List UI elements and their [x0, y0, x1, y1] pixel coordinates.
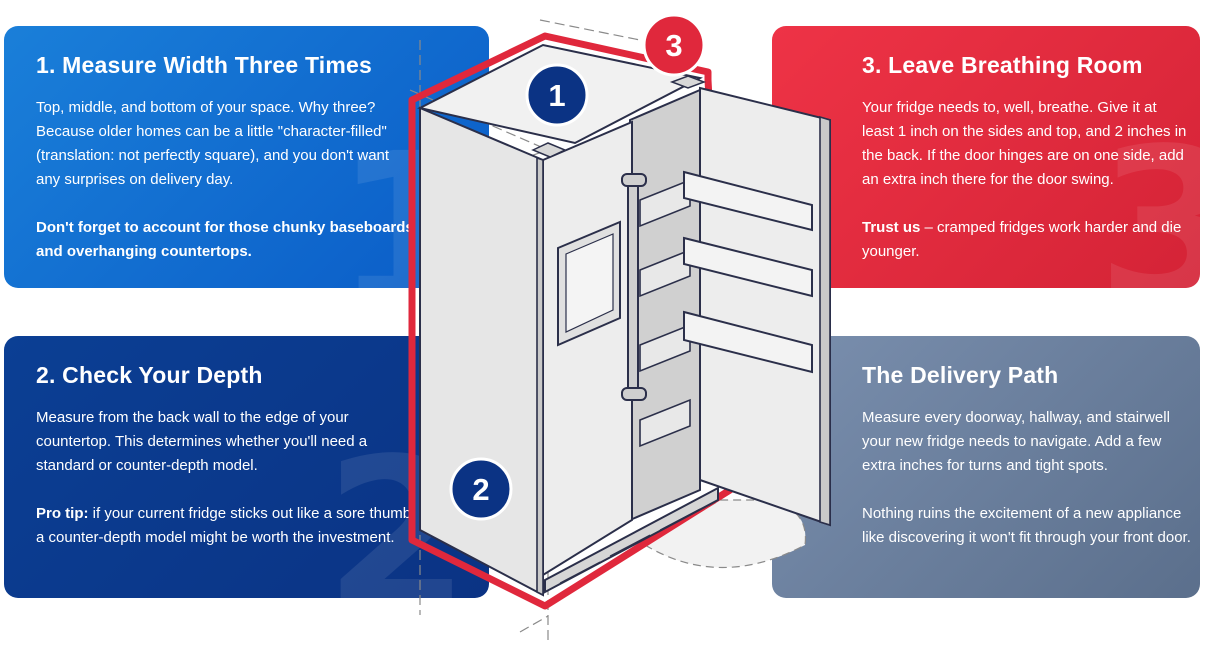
grille-slots [559, 508, 701, 584]
step-paragraph: Measure every doorway, hallway, and stai… [862, 409, 1170, 474]
door-handle [621, 173, 647, 401]
step-paragraph: Your fridge needs to, well, breathe. Giv… [862, 99, 1187, 188]
hinge-top-left [531, 142, 567, 158]
badge-depth-number: 2 [472, 472, 489, 507]
badge-clearance: 3 [642, 13, 706, 77]
badge-width: 1 [525, 63, 589, 127]
fridge-illustration: 1 2 3 [408, 13, 831, 645]
bold-note-text: Don't forget to account for those chunky… [36, 219, 414, 260]
badge-depth: 2 [449, 457, 513, 521]
freezer-door-edge [536, 156, 544, 597]
step-body: Top, middle, and bottom of your space. W… [36, 96, 416, 288]
step-body: Your fridge needs to, well, breathe. Giv… [862, 96, 1192, 288]
interior-shelves [639, 178, 691, 448]
step-title: 1. Measure Width Three Times [36, 52, 373, 78]
hinge-top-right [669, 75, 707, 89]
step-body: Measure every doorway, hallway, and stai… [862, 406, 1192, 574]
badge-width-number: 1 [548, 78, 565, 113]
step-body: Measure from the back wall to the edge o… [36, 406, 416, 574]
trust-note-label: Trust us [862, 219, 921, 236]
step-title: 2. Check Your Depth [36, 362, 263, 388]
step-title: 3. Leave Breathing Room [862, 52, 1143, 78]
step-paragraph: Nothing ruins the excitement of a new ap… [862, 505, 1191, 546]
door-swing-arc [643, 499, 807, 569]
trust-note: Trust us – cramped fridges work harder a… [862, 216, 1192, 264]
badge-clearance-number: 3 [665, 28, 682, 63]
pro-tip-label: Pro tip: [36, 505, 89, 522]
fridge-interior-back [629, 88, 701, 522]
pro-tip-text: if your current fridge sticks out like a… [36, 505, 416, 546]
step-card-delivery-path: The Delivery Path Measure every doorway,… [772, 336, 1200, 598]
trust-note-text: – cramped fridges work harder and die yo… [862, 219, 1182, 260]
step-paragraph: Top, middle, and bottom of your space. W… [36, 99, 390, 188]
open-fridge-door [699, 86, 831, 527]
base-grille [544, 486, 719, 594]
ice-dispenser-recess [565, 233, 614, 333]
pro-tip: Pro tip: if your current fridge sticks o… [36, 502, 416, 550]
freezer-door [542, 120, 633, 577]
step-card-breathing-room: 3 3. Leave Breathing Room Your fridge ne… [772, 26, 1200, 288]
step-title: The Delivery Path [862, 362, 1059, 388]
step-paragraph: Measure from the back wall to the edge o… [36, 409, 368, 474]
step-bold-note: Don't forget to account for those chunky… [36, 216, 416, 264]
fridge-left-side [419, 106, 544, 597]
open-door-edge [819, 115, 831, 527]
door-bins [683, 170, 813, 374]
